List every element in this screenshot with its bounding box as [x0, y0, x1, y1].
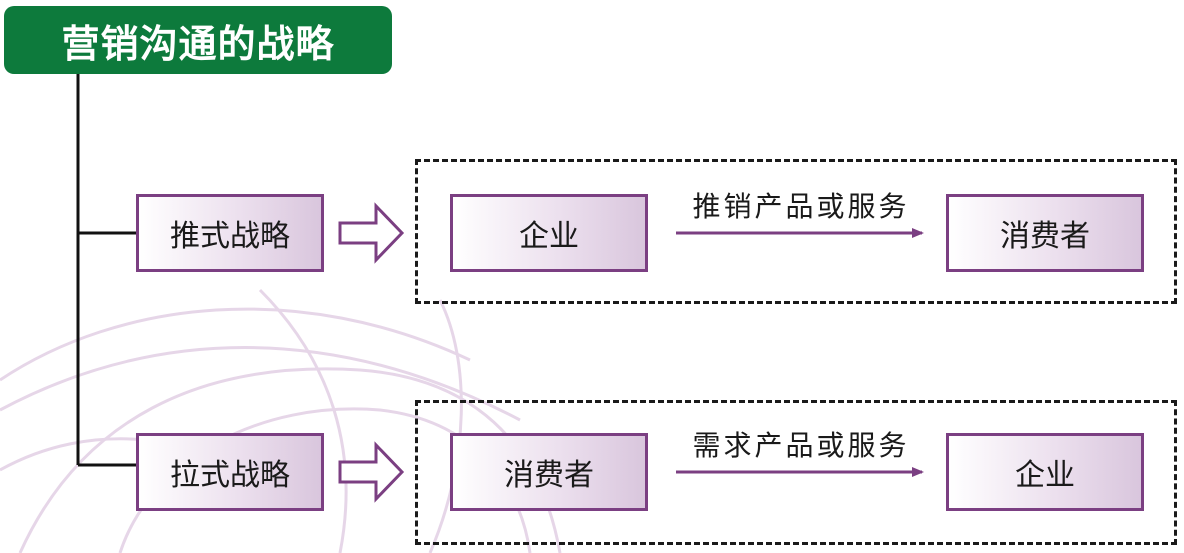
- push-strategy-box: 推式战略: [136, 194, 324, 272]
- diagram-title: 营销沟通的战略: [4, 6, 392, 74]
- pull-flow-label: 需求产品或服务: [692, 429, 910, 462]
- push-from-box: 企业: [450, 194, 648, 272]
- pull-strategy-box: 拉式战略: [136, 433, 324, 511]
- push-flow-label: 推销产品或服务: [692, 190, 910, 223]
- pull-to-box: 企业: [946, 433, 1144, 511]
- hollow-arrow-pull-icon: [338, 441, 405, 503]
- pull-from-box: 消费者: [450, 433, 648, 511]
- push-flow-group: [415, 159, 1177, 304]
- pull-flow-group: [415, 400, 1177, 545]
- hollow-arrow-push-icon: [338, 202, 405, 264]
- push-to-box: 消费者: [946, 194, 1144, 272]
